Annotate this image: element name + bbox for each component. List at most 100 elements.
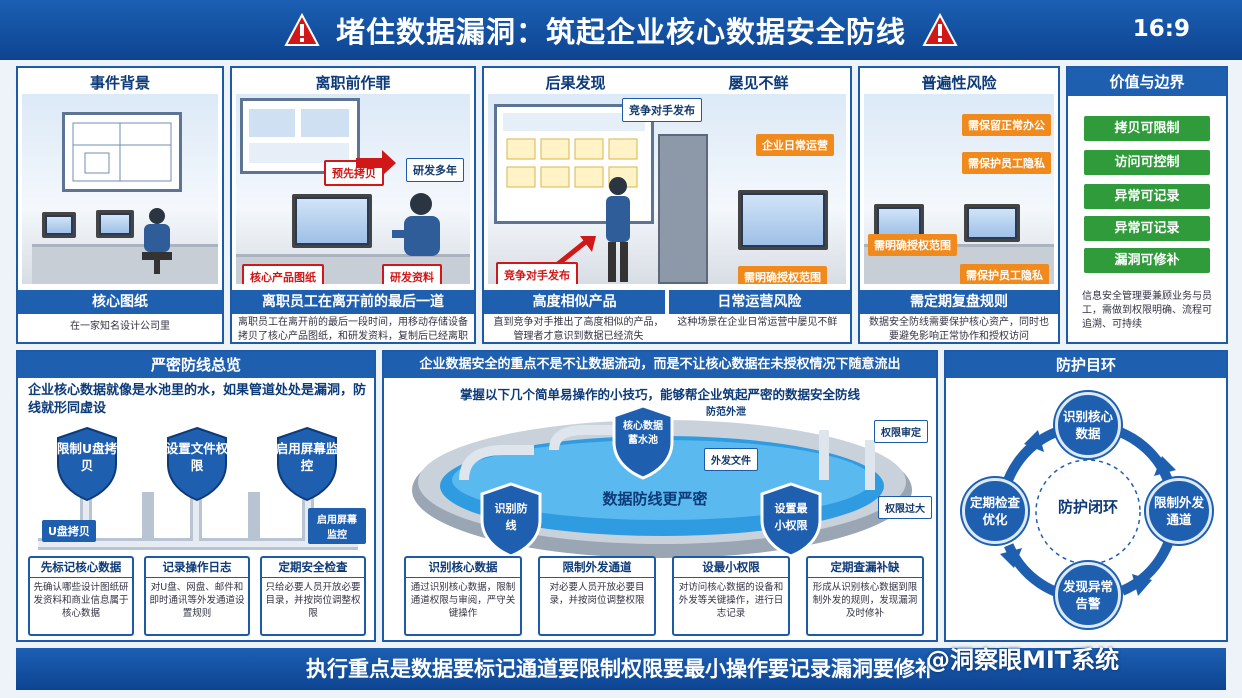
section-lead: 掌握以下几个简单易操作的小技巧，能够帮企业筑起严密的数据安全防线 [459, 387, 860, 402]
manager-figure [606, 177, 630, 282]
tag-employee-privacy: 需保护员工隐私 [962, 152, 1051, 174]
panel-caption: 高度相似产品 [484, 290, 666, 314]
shield-usb-limit: 限制U盘拷贝 [54, 426, 120, 502]
panel-background: 事件背景 核心图纸 在一家知名设计公司里 [16, 66, 224, 344]
step-text: 通过识别核心数据，限制通道权限与审阅，严守关键操作 [410, 582, 516, 619]
tag-usb-copy: U盘拷贝 [42, 520, 96, 542]
step-title: 先标记核心数据 [30, 558, 132, 578]
step-text: 对必要人员开放必要目录，并按岗位调整权限 [549, 582, 645, 606]
tag-authorization-scope: 需明确授权范围 [738, 266, 827, 284]
cycle-node: 定期检查优化 [962, 478, 1028, 544]
tag-employee-privacy: 需保护员工隐私 [960, 264, 1049, 284]
panel-protection-loop: 防护目环 防护闭环 识别核心数据 限制外发通道 发现异常告警 定期检查优化 [944, 350, 1228, 642]
shield-file-permission: 设置文件权限 [164, 426, 230, 502]
value-item: 拷贝可限制 [1084, 116, 1210, 141]
section-lead: 企业核心数据就像是水池里的水，如果管道处处是漏洞，防线就形同虚设 [28, 383, 367, 416]
step-text: 对访问核心数据的设备和外发等关键操作，进行日志记录 [678, 582, 784, 619]
panel-pool-defense: 企业数据安全的重点不是不让数据流动，而是不让核心数据在未授权情况下随意流出 掌握… [382, 350, 938, 642]
header: 堵住数据漏洞：筑起企业核心数据安全防线 [0, 0, 1242, 60]
step-box: 记录操作日志对U盘、网盘、邮件和即时通讯等外发通道设置规则 [144, 556, 250, 636]
tag-excess-permission: 权限过大 [878, 496, 932, 519]
aspect-ratio-label: 16:9 [1132, 16, 1190, 42]
step-text: 只给必要人员开放必要目录，并按岗位调整权限 [265, 582, 361, 619]
panel-description: 离职员工在离开前的最后一段时间，用移动存储设备拷贝了核心产品图纸，和研发资料，复… [238, 317, 468, 342]
warning-icon [922, 13, 958, 46]
consequence-illustration: 竞争对手发布 竞争对手发布 企业日常运营 需明确授权范围 [488, 94, 846, 284]
panel-title: 屡见不鲜 [728, 74, 789, 92]
tag-authorization-scope: 需明确授权范围 [868, 234, 957, 256]
panel-general-risk: 普遍性风险 需保留正常办公 需保护员工隐私 需明确授权范围 需保护员工隐私 需定… [858, 66, 1060, 344]
panel-caption: 离职员工在离开前的最后一道 [232, 290, 474, 314]
step-box: 先标记核心数据先确认哪些设计图纸研发资料和商业信息属于核心数据 [28, 556, 134, 636]
panel-description: 数据安全防线需要保护核心资产，同时也要避免影响正常协作和授权访问 [869, 317, 1049, 342]
watermark: @洞察眼MIT系统 [926, 646, 1120, 674]
tag-normal-work: 需保留正常办公 [962, 114, 1051, 136]
tag-daily-operations: 企业日常运营 [756, 134, 834, 156]
tag-rd-data: 研发资料 [382, 264, 442, 284]
tag-competitor-release: 竞争对手发布 [622, 98, 702, 122]
tag-prevent-leak: 防范外泄 [706, 407, 746, 418]
step-box: 定期查漏补缺形成从识别核心数据到限制外发的规则，发现漏洞及时修补 [806, 556, 924, 636]
employee-figure [392, 193, 440, 256]
cycle-node: 识别核心数据 [1055, 392, 1121, 458]
step-box: 定期安全检查只给必要人员开放必要目录，并按岗位调整权限 [260, 556, 366, 636]
step-box: 限制外发通道对必要人员开放必要目录，并按岗位调整权限 [538, 556, 656, 636]
value-item: 访问可控制 [1084, 150, 1210, 175]
desk [32, 244, 218, 284]
shield-label: 启用屏幕监控 [275, 441, 339, 473]
screen-board [240, 98, 360, 174]
section-title: 严密防线总览 [18, 352, 374, 378]
monitor [96, 210, 134, 238]
section-title: 企业数据安全的重点不是不让数据流动，而是不让核心数据在未授权情况下随意流出 [384, 352, 936, 378]
value-item: 漏洞可修补 [1084, 248, 1210, 273]
shield-label: 限制U盘拷贝 [56, 441, 118, 473]
step-title: 定期查漏补缺 [808, 558, 922, 578]
shield-label: 设置文件权限 [165, 441, 229, 473]
panel-caption: 日常运营风险 [668, 290, 850, 314]
step-title: 识别核心数据 [406, 558, 520, 578]
panel-value-boundary: 价值与边界 拷贝可限制 访问可控制 异常可记录 异常可记录 漏洞可修补 信息安全… [1066, 66, 1228, 344]
tag-screen-monitor: 启用屏幕监控 [308, 508, 366, 544]
footer-banner: 执行重点是数据要标记通道要限制权限要最小操作要记录漏洞要修补 [16, 648, 1226, 690]
step-box: 设最小权限对访问核心数据的设备和外发等关键操作，进行日志记录 [672, 556, 790, 636]
pool-label: 数据防线更严密 [602, 490, 708, 508]
panel-title: 价值与边界 [1068, 68, 1226, 96]
panel-description: 这种场景在企业日常运营中屡见不鲜 [677, 317, 838, 328]
blueprint-board [62, 112, 182, 192]
panel-description: 在一家知名设计公司里 [70, 321, 170, 332]
filing-cabinet [658, 134, 708, 284]
resignation-illustration: 预先拷贝 研发多年 核心产品图纸 研发资料 [236, 94, 470, 284]
cycle-center-label: 防护闭环 [1057, 498, 1118, 516]
shield-label: 识别防线 [494, 502, 528, 532]
computer-monitor [292, 194, 372, 248]
panel-description: 信息安全管理要兼顾业务与员工，需做到权限明确、流程可追溯、可持续 [1082, 291, 1212, 330]
section-title: 防护目环 [946, 352, 1226, 378]
employee-figure [142, 208, 172, 274]
panel-resignation: 离职前作罪 预先拷贝 研发多年 核心产品图纸 研发资料 离职员工在离开前的最后一… [230, 66, 476, 344]
step-box: 识别核心数据通过识别核心数据，限制通道权限与审阅，严守关键操作 [404, 556, 522, 636]
warning-icon [284, 13, 320, 46]
shield-label: 设置最小权限 [774, 502, 808, 532]
step-text: 先确认哪些设计图纸研发资料和商业信息属于核心数据 [33, 582, 129, 619]
tag-years-of-rd: 研发多年 [406, 158, 464, 182]
panel-title: 离职前作罪 [315, 74, 391, 92]
red-arrow-icon [356, 150, 396, 176]
office-illustration: 需保留正常办公 需保护员工隐私 需明确授权范围 需保护员工隐私 [864, 94, 1054, 284]
step-text: 形成从识别核心数据到限制外发的规则，发现漏洞及时修补 [812, 582, 918, 619]
tag-permission-review: 权限审定 [874, 420, 928, 443]
shield-core-reservoir: 核心数据蓄水池 [610, 404, 676, 480]
cycle-node: 发现异常告警 [1055, 562, 1121, 628]
product-board [494, 104, 654, 224]
panel-caption: 核心图纸 [18, 290, 222, 314]
tag-core-drawings: 核心产品图纸 [242, 264, 324, 284]
step-text: 对U盘、网盘、邮件和即时通讯等外发通道设置规则 [149, 582, 245, 619]
cycle-node: 限制外发通道 [1146, 478, 1212, 544]
step-title: 限制外发通道 [540, 558, 654, 578]
value-item: 异常可记录 [1084, 216, 1210, 241]
panel-defense-overview: 严密防线总览 企业核心数据就像是水池里的水，如果管道处处是漏洞，防线就形同虚设 … [16, 350, 376, 642]
shield-screen-monitor: 启用屏幕监控 [274, 426, 340, 502]
panel-title: 后果发现 [545, 74, 606, 92]
computer-monitor [738, 190, 828, 250]
value-item: 异常可记录 [1084, 184, 1210, 209]
panel-description: 直到竞争对手推出了高度相似的产品，管理者才意识到数据已经流失 [493, 317, 664, 342]
